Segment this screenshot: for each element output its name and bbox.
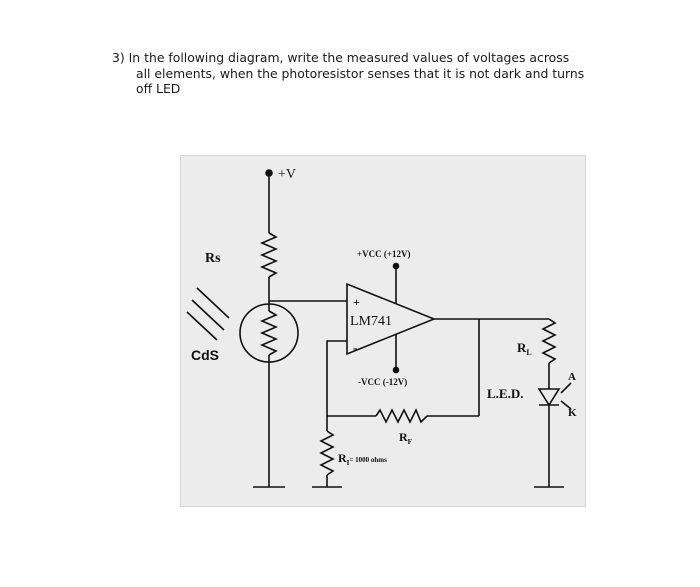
cds-resistor [259,310,279,356]
rf-letter: R [399,430,408,444]
question-line-2: all elements, when the photoresistor sen… [136,65,585,81]
ri-label: RI= 1000 ohms [338,451,387,467]
ri-subscript: I [347,459,350,467]
minus-input-wire [326,340,347,416]
led-emit-arrow-1 [560,382,572,394]
light-arrow-1 [196,287,230,319]
led-diode-triangle [537,388,561,407]
vcc-pos-label: +VCC (+12V) [357,249,411,259]
anode-label: A [568,371,576,383]
circuit-diagram: +V Rs CdS +VCC (+12V) LM741 + - -VCC (-1… [186,167,577,488]
rl-resistor [541,318,557,364]
vcc-neg-label: -VCC (-12V) [358,377,407,387]
supply-label: +V [278,167,296,182]
opamp-minus-sign: - [353,340,357,355]
led-label: L.E.D. [487,386,523,401]
rs-resistor [259,232,279,278]
rs-label: Rs [205,251,221,266]
cds-label: CdS [191,347,219,363]
opamp-plus-sign: + [353,295,360,309]
cathode-label: K [568,407,577,419]
light-arrow-2 [191,299,225,331]
light-arrow-3 [186,311,218,341]
opamp-label: LM741 [350,314,392,329]
question-text: 3) In the following diagram, write the m… [112,50,632,97]
rf-resistor [375,408,428,424]
vcc-neg-terminal [392,366,400,374]
cds-photoresistor-circle [239,303,299,363]
ri-value: = 1000 ohms [349,456,387,464]
opamp-triangle [346,282,437,356]
rf-subscript: F [408,438,412,446]
rl-label: RL [517,340,532,357]
question-line-1: 3) In the following diagram, write the m… [112,50,570,65]
rl-subscript: L [526,348,531,357]
vcc-pos-terminal [392,262,400,270]
ri-resistor [319,430,335,476]
ri-letter: R [338,451,347,465]
rl-letter: R [517,340,527,355]
rf-label: RF [399,430,412,446]
circuit-figure: +V Rs CdS +VCC (+12V) LM741 + - -VCC (-1… [180,155,586,507]
led-emit-arrow-2 [560,400,572,410]
question-line-3: off LED [136,81,181,96]
